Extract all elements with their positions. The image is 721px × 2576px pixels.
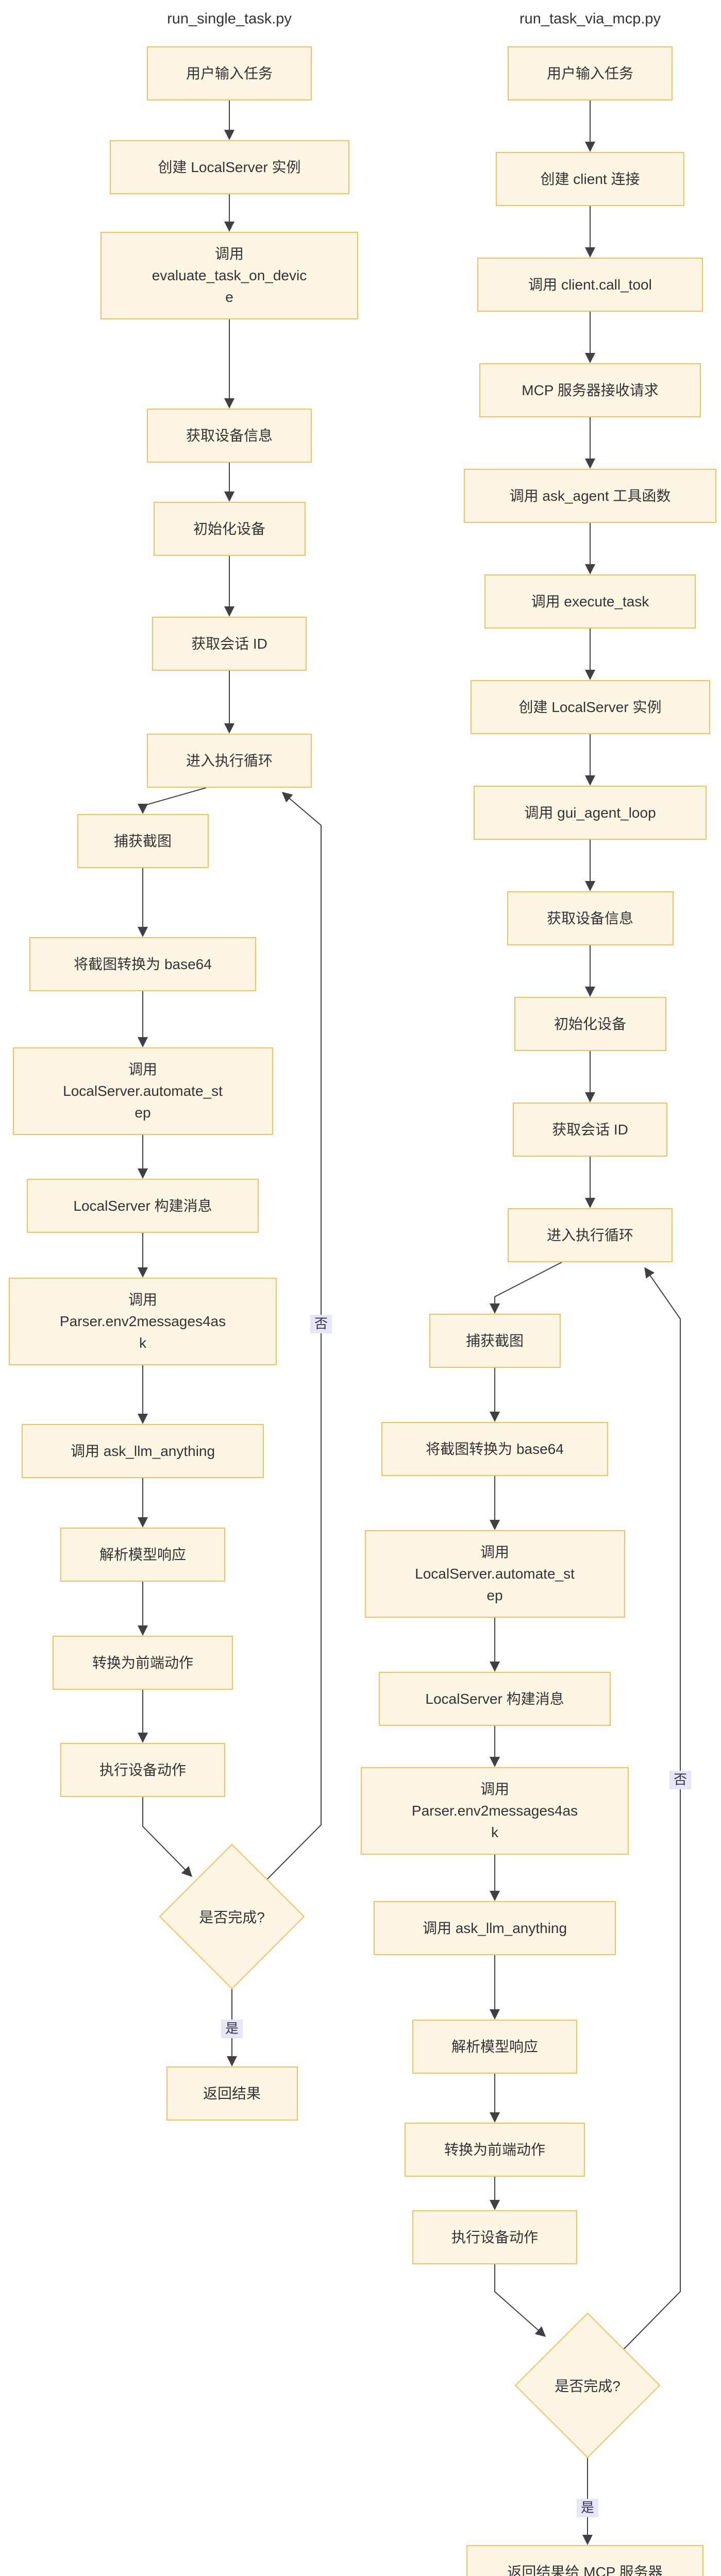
flow-edge — [490, 1262, 562, 1314]
node-right-parse-response: 解析模型响应 — [412, 2020, 577, 2074]
node-left-create-localserver: 创建 LocalServer 实例 — [109, 140, 349, 194]
node-right-return-to-mcp: 返回结果给 MCP 服务器 — [466, 2545, 703, 2576]
node-left-user-input: 用户输入任务 — [147, 46, 312, 100]
node-right-convert-action: 转换为前端动作 — [405, 2123, 585, 2177]
node-right-user-input: 用户输入任务 — [508, 46, 673, 100]
node-left-init-device: 初始化设备 — [153, 502, 306, 556]
flow-edge — [623, 1267, 681, 2350]
edge-yes-label-left: 是 — [221, 2020, 243, 2038]
flow-edge — [142, 1797, 193, 1877]
column-title-right: run_task_via_mcp.py — [519, 10, 661, 27]
node-left-parse-response: 解析模型响应 — [60, 1528, 225, 1582]
edge-no-label-right: 否 — [669, 1771, 692, 1789]
flow-edge — [494, 2264, 546, 2337]
node-right-build-messages: LocalServer 构建消息 — [379, 1672, 611, 1726]
node-left-get-device-info: 获取设备信息 — [147, 409, 312, 463]
node-left-call-evaluate-task: 调用 evaluate_task_on_devic e — [100, 232, 358, 319]
node-right-is-done-decision-shape — [514, 2312, 661, 2459]
node-left-is-done-decision-shape — [159, 1843, 305, 1990]
node-right-create-localserver: 创建 LocalServer 实例 — [470, 680, 710, 734]
node-left-screenshot-to-base64: 将截图转换为 base64 — [29, 937, 256, 991]
node-right-screenshot-to-base64: 将截图转换为 base64 — [381, 1422, 608, 1476]
node-left-build-messages: LocalServer 构建消息 — [27, 1179, 259, 1233]
node-left-return-result: 返回结果 — [166, 2066, 298, 2121]
node-left-capture-screenshot: 捕获截图 — [77, 814, 209, 868]
node-left-call-ask-llm: 调用 ask_llm_anything — [22, 1424, 264, 1478]
node-left-execute-action: 执行设备动作 — [60, 1743, 225, 1797]
node-right-call-env2messages: 调用 Parser.env2messages4as k — [361, 1767, 629, 1855]
flow-edge — [138, 787, 207, 814]
node-left-convert-action: 转换为前端动作 — [53, 1636, 233, 1690]
node-right-get-session-id: 获取会话 ID — [513, 1103, 667, 1157]
node-right-execute-action: 执行设备动作 — [412, 2210, 577, 2264]
node-right-enter-loop: 进入执行循环 — [508, 1208, 673, 1262]
node-right-call-ask-agent: 调用 ask_agent 工具函数 — [464, 469, 716, 523]
node-right-mcp-receive-request: MCP 服务器接收请求 — [479, 363, 701, 417]
edge-no-label-left: 否 — [310, 1315, 332, 1333]
column-title-left: run_single_task.py — [167, 10, 292, 27]
node-left-call-env2messages: 调用 Parser.env2messages4as k — [9, 1278, 277, 1365]
node-left-is-done-decision: 是否完成? — [199, 1909, 265, 1925]
node-right-call-call-tool: 调用 client.call_tool — [477, 258, 703, 312]
node-left-get-session-id: 获取会话 ID — [152, 617, 307, 671]
node-left-enter-loop: 进入执行循环 — [147, 734, 312, 788]
node-right-call-automate-step: 调用 LocalServer.automate_st ep — [364, 1530, 625, 1618]
node-right-call-gui-agent-loop: 调用 gui_agent_loop — [474, 786, 707, 840]
node-right-get-device-info: 获取设备信息 — [507, 891, 674, 945]
node-left-call-automate-step: 调用 LocalServer.automate_st ep — [12, 1047, 273, 1135]
node-right-init-device: 初始化设备 — [514, 997, 666, 1051]
node-right-is-done-decision: 是否完成? — [555, 2378, 621, 2394]
node-right-capture-screenshot: 捕获截图 — [429, 1314, 561, 1368]
node-right-create-client: 创建 client 连接 — [496, 152, 684, 206]
node-right-call-execute-task: 调用 execute_task — [484, 574, 696, 629]
node-right-call-ask-llm: 调用 ask_llm_anything — [374, 1901, 616, 1955]
edge-yes-label-right: 是 — [576, 2499, 599, 2517]
